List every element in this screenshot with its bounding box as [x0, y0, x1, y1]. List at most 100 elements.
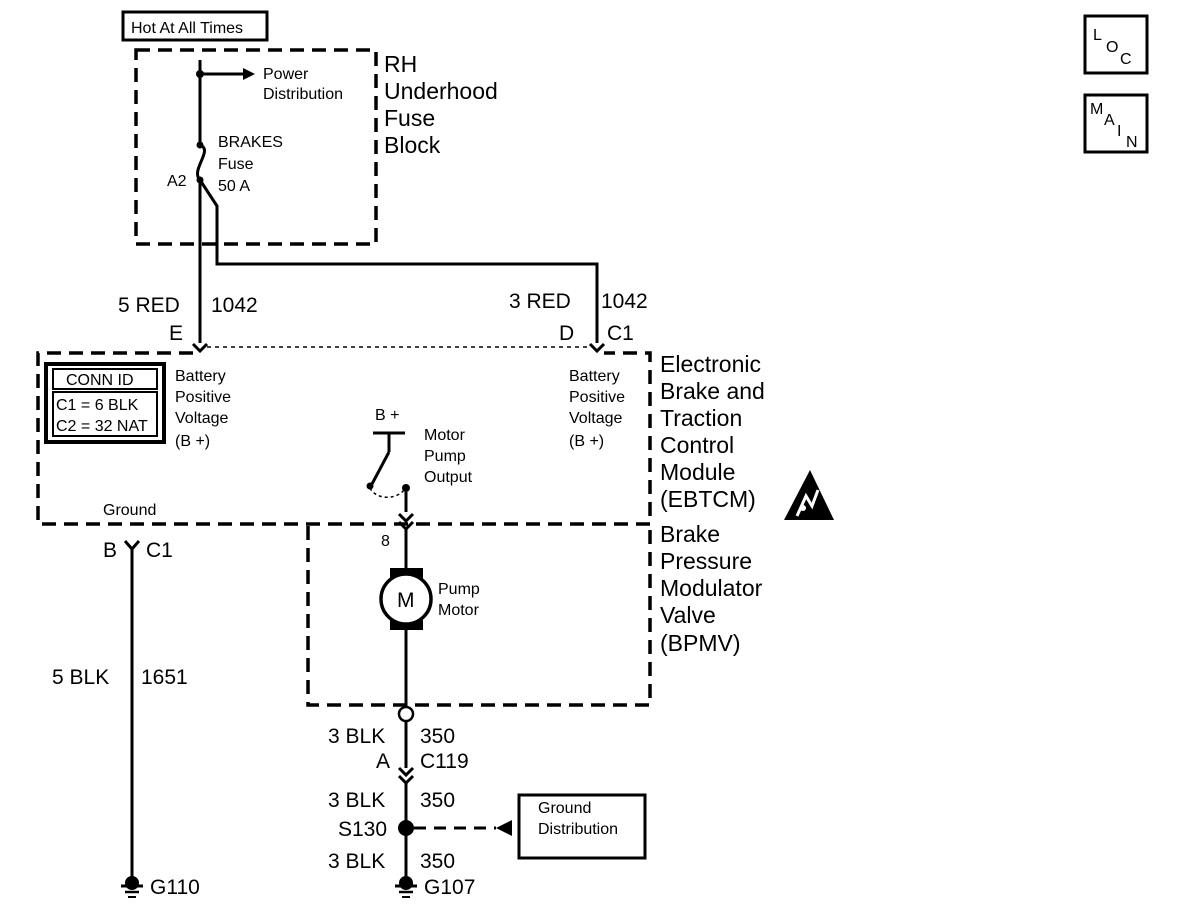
hot-at-all-times-box — [121, 10, 269, 42]
svg-text:350: 350 — [420, 850, 455, 873]
motor-symbol-m: M — [397, 589, 415, 612]
fuse-block-title: RH Underhood Fuse Block — [384, 51, 498, 158]
ebtcm-ground-label: Ground — [103, 502, 156, 519]
svg-text:(B +): (B +) — [569, 433, 604, 450]
battery-positive-voltage-left: Battery Positive Voltage (B +) — [175, 368, 231, 450]
loc-button[interactable]: L O C — [1083, 14, 1149, 75]
ground-g107-label: G107 — [424, 876, 475, 899]
svg-text:Battery: Battery — [175, 368, 226, 385]
bpmv-terminal-icon — [397, 705, 415, 723]
svg-text:Power: Power — [263, 66, 309, 83]
conn-id-title: CONN ID — [66, 372, 134, 389]
wire-label-3blk-350-a: 3 BLK 350 A C119 — [328, 725, 469, 773]
ground-symbol-g110 — [121, 876, 143, 898]
power-distribution-label: Power Distribution — [263, 66, 343, 103]
svg-text:Underhood: Underhood — [384, 78, 498, 104]
svg-text:Brake and: Brake and — [660, 378, 765, 404]
svg-text:Pump: Pump — [424, 448, 466, 465]
arrow-right-icon — [243, 68, 255, 80]
ground-distribution-label: Ground — [538, 800, 591, 817]
svg-text:D: D — [559, 322, 574, 345]
svg-text:Valve: Valve — [660, 602, 716, 628]
motor-pump-output-label: Motor Pump Output — [424, 427, 473, 486]
svg-text:3 BLK: 3 BLK — [328, 725, 385, 748]
bpmv-title: Brake Pressure Modulator Valve (BPMV) — [660, 521, 763, 656]
svg-text:E: E — [169, 322, 183, 345]
svg-text:Module: Module — [660, 459, 735, 485]
svg-text:Motor: Motor — [424, 427, 466, 444]
main-button[interactable]: M A I N — [1083, 93, 1149, 154]
fuse-block-outline — [134, 48, 378, 246]
svg-text:1651: 1651 — [141, 666, 188, 689]
connector-d-icon — [588, 342, 606, 354]
ground-g110-label: G110 — [150, 876, 200, 899]
svg-text:N: N — [1126, 134, 1138, 151]
wire-label-3red-1042: 3 RED 1042 D C1 — [509, 290, 648, 345]
conn-id-c2: C2 = 32 NAT — [56, 418, 148, 435]
svg-text:Control: Control — [660, 432, 734, 458]
svg-text:C: C — [1120, 51, 1132, 68]
svg-text:Output: Output — [424, 469, 473, 486]
svg-text:L: L — [1093, 27, 1102, 44]
wire-label-ground-left: B C1 5 BLK 1651 — [52, 539, 188, 689]
connector-8-icon — [397, 512, 415, 532]
svg-text:3 BLK: 3 BLK — [328, 789, 385, 812]
svg-text:M: M — [1090, 101, 1103, 118]
svg-text:Positive: Positive — [569, 389, 625, 406]
brakes-fuse-label: BRAKES Fuse 50 A — [218, 134, 283, 195]
hot-at-all-times-label: Hot At All Times — [131, 20, 243, 37]
relay-switch-icon — [366, 431, 410, 498]
svg-text:(EBTCM): (EBTCM) — [660, 486, 756, 512]
conn-id-box: CONN ID C1 = 6 BLK C2 = 32 NAT — [44, 362, 166, 444]
svg-text:Brake: Brake — [660, 521, 720, 547]
svg-text:Electronic: Electronic — [660, 351, 761, 377]
svg-text:350: 350 — [420, 725, 455, 748]
svg-text:Voltage: Voltage — [175, 410, 228, 427]
svg-text:(BPMV): (BPMV) — [660, 630, 741, 656]
splice-s130-icon — [398, 820, 414, 836]
ebtcm-title: Electronic Brake and Traction Control Mo… — [660, 351, 765, 512]
svg-text:C1: C1 — [146, 539, 173, 562]
svg-text:B: B — [103, 539, 117, 562]
connector-c119-icon — [397, 766, 415, 786]
svg-text:5 BLK: 5 BLK — [52, 666, 109, 689]
svg-text:Modulator: Modulator — [660, 575, 763, 601]
svg-text:5 RED: 5 RED — [118, 294, 180, 317]
fuse-pin-a2: A2 — [167, 173, 187, 190]
connector-e-icon — [191, 342, 209, 354]
fuse-icon — [196, 143, 206, 182]
svg-text:Fuse: Fuse — [218, 156, 254, 173]
esd-warning-icon — [784, 470, 834, 520]
svg-text:(B +): (B +) — [175, 433, 210, 450]
wire-label-5red-1042: 5 RED 1042 E — [118, 294, 258, 345]
svg-text:RH: RH — [384, 51, 417, 77]
bpmv-outline — [306, 526, 652, 707]
svg-text:C119: C119 — [420, 750, 469, 773]
svg-text:Positive: Positive — [175, 389, 231, 406]
svg-text:Distribution: Distribution — [263, 86, 343, 103]
svg-text:Motor: Motor — [438, 602, 480, 619]
svg-text:Fuse: Fuse — [384, 105, 435, 131]
pump-motor-label: Pump Motor — [438, 581, 480, 619]
svg-text:A: A — [1104, 112, 1115, 129]
ground-symbol-g107 — [395, 876, 417, 898]
svg-text:Pressure: Pressure — [660, 548, 752, 574]
svg-text:Voltage: Voltage — [569, 410, 622, 427]
svg-text:3 RED: 3 RED — [509, 290, 571, 313]
svg-text:350: 350 — [420, 789, 455, 812]
svg-text:Pump: Pump — [438, 581, 480, 598]
svg-text:3 BLK: 3 BLK — [328, 850, 385, 873]
svg-text:Block: Block — [384, 132, 441, 158]
svg-text:S130: S130 — [338, 818, 387, 841]
svg-text:1042: 1042 — [601, 290, 648, 313]
svg-text:1042: 1042 — [211, 294, 258, 317]
ground-distribution-link[interactable]: Ground Distribution — [517, 793, 647, 860]
pump-motor-icon — [379, 568, 433, 630]
svg-text:A: A — [376, 750, 390, 773]
svg-text:O: O — [1106, 39, 1118, 56]
svg-text:Distribution: Distribution — [538, 821, 618, 838]
arrow-left-icon — [496, 820, 512, 836]
wire-label-3blk-350-c: 3 BLK 350 — [328, 850, 455, 873]
conn-id-c1: C1 = 6 BLK — [56, 397, 139, 414]
